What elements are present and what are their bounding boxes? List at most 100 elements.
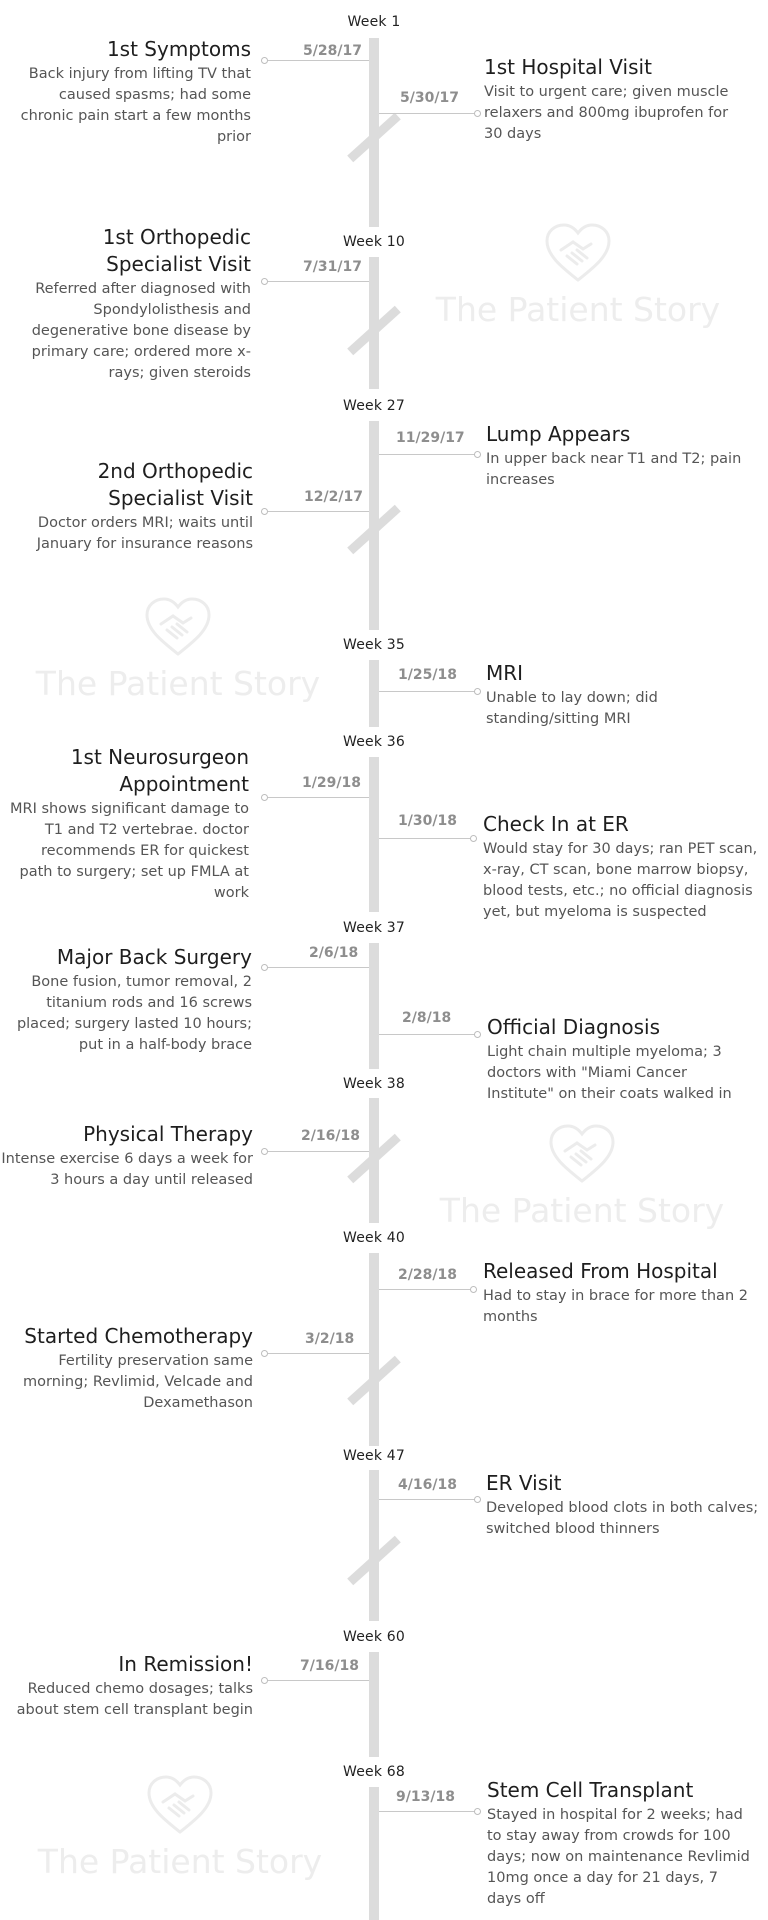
- event-description: In upper back near T1 and T2; pain incre…: [486, 451, 742, 488]
- event-card: Official Diagnosis Light chain multiple …: [487, 1014, 737, 1105]
- event-date: 9/13/18: [396, 1789, 455, 1805]
- event-connector: [379, 691, 475, 692]
- event-title: Released From Hospital: [483, 1259, 718, 1283]
- event-card: 2nd Orthopedic Specialist Visit Doctor o…: [5, 458, 253, 555]
- event-card: 1st Neurosurgeon Appointment MRI shows s…: [5, 744, 249, 904]
- event-card: Check In at ER Would stay for 30 days; r…: [483, 811, 768, 923]
- event-connector: [379, 454, 475, 455]
- week-label: Week 36: [342, 734, 406, 750]
- event-title: 1st Hospital Visit: [484, 55, 652, 79]
- event-title: ER Visit: [486, 1471, 562, 1495]
- event-description: Light chain multiple myeloma; 3 doctors …: [487, 1044, 732, 1102]
- event-card: Lump Appears In upper back near T1 and T…: [486, 421, 750, 491]
- heart-handshake-icon: [145, 597, 211, 656]
- event-date: 11/29/17: [396, 430, 465, 446]
- event-date: 5/28/17: [303, 43, 362, 59]
- watermark-text: The Patient Story: [37, 1842, 323, 1881]
- event-title: Physical Therapy: [83, 1122, 253, 1146]
- week-label: Week 10: [342, 234, 406, 250]
- event-description: Fertility preservation same morning; Rev…: [23, 1353, 253, 1411]
- event-marker: [261, 1350, 268, 1357]
- event-card: MRI Unable to lay down; did standing/sit…: [486, 660, 716, 730]
- event-date: 1/30/18: [398, 813, 457, 829]
- watermark-text: The Patient Story: [35, 664, 321, 703]
- heart-handshake-icon: [549, 1124, 615, 1183]
- week-label: Week 27: [342, 398, 406, 414]
- event-date: 2/8/18: [402, 1010, 452, 1026]
- event-marker: [470, 835, 477, 842]
- event-connector: [268, 1151, 369, 1152]
- event-description: Referred after diagnosed with Spondyloli…: [31, 281, 251, 381]
- watermark: The Patient Story: [28, 596, 328, 704]
- event-description: Unable to lay down; did standing/sitting…: [486, 690, 658, 727]
- week-label: Week 37: [342, 920, 406, 936]
- event-card: Released From Hospital Had to stay in br…: [483, 1258, 753, 1328]
- timeline-spine: [369, 1652, 379, 1757]
- event-marker: [474, 1031, 481, 1038]
- event-description: Doctor orders MRI; waits until January f…: [36, 515, 253, 552]
- event-description: MRI shows significant damage to T1 and T…: [10, 801, 249, 901]
- event-title: MRI: [486, 661, 524, 685]
- event-title: 2nd Orthopedic Specialist Visit: [97, 459, 253, 510]
- event-card: 1st Orthopedic Specialist Visit Referred…: [5, 224, 251, 384]
- event-connector: [379, 1034, 475, 1035]
- watermark: The Patient Story: [432, 1123, 732, 1231]
- event-marker: [474, 1496, 481, 1503]
- event-marker: [474, 110, 481, 117]
- event-date: 1/25/18: [398, 667, 457, 683]
- event-marker: [474, 1808, 481, 1815]
- event-description: Had to stay in brace for more than 2 mon…: [483, 1288, 748, 1325]
- event-date: 7/16/18: [300, 1658, 359, 1674]
- event-date: 2/16/18: [301, 1128, 360, 1144]
- event-title: Major Back Surgery: [56, 945, 252, 969]
- week-label: Week 47: [342, 1448, 406, 1464]
- event-card: Started Chemotherapy Fertility preservat…: [5, 1323, 253, 1414]
- event-connector: [268, 1353, 369, 1354]
- event-date: 12/2/17: [304, 489, 363, 505]
- event-connector: [379, 1289, 475, 1290]
- event-marker: [261, 1148, 268, 1155]
- event-marker: [474, 451, 481, 458]
- week-label: Week 1: [347, 14, 401, 30]
- event-marker: [261, 1677, 268, 1684]
- event-marker: [261, 964, 268, 971]
- watermark: The Patient Story: [428, 222, 728, 330]
- event-title: 1st Symptoms: [106, 37, 251, 61]
- event-connector: [379, 1499, 475, 1500]
- event-card: 1st Hospital Visit Visit to urgent care;…: [484, 54, 734, 145]
- event-card: Stem Cell Transplant Stayed in hospital …: [487, 1777, 752, 1910]
- week-label: Week 68: [342, 1764, 406, 1780]
- watermark-text: The Patient Story: [435, 290, 721, 329]
- event-description: Would stay for 30 days; ran PET scan, x-…: [483, 841, 758, 920]
- event-connector: [379, 838, 475, 839]
- event-card: Major Back Surgery Bone fusion, tumor re…: [5, 944, 252, 1056]
- week-label: Week 60: [342, 1629, 406, 1645]
- event-date: 7/31/17: [303, 259, 362, 275]
- event-date: 5/30/17: [400, 90, 459, 106]
- timeline-spine: [369, 660, 379, 727]
- event-title: 1st Orthopedic Specialist Visit: [102, 225, 251, 276]
- event-marker: [261, 278, 268, 285]
- week-label: Week 35: [342, 637, 406, 653]
- event-card: In Remission! Reduced chemo dosages; tal…: [5, 1651, 253, 1721]
- event-title: Check In at ER: [483, 812, 629, 836]
- event-title: Stem Cell Transplant: [487, 1778, 694, 1802]
- event-description: Bone fusion, tumor removal, 2 titanium r…: [16, 974, 252, 1053]
- event-title: 1st Neurosurgeon Appointment: [70, 745, 249, 796]
- event-connector: [268, 281, 369, 282]
- timeline-spine: [369, 943, 379, 1069]
- event-description: Developed blood clots in both calves; sw…: [486, 1500, 759, 1537]
- event-connector: [268, 797, 369, 798]
- watermark-text: The Patient Story: [439, 1191, 725, 1230]
- week-label: Week 38: [342, 1076, 406, 1092]
- heart-handshake-icon: [147, 1775, 213, 1834]
- event-card: Physical Therapy Intense exercise 6 days…: [0, 1121, 253, 1191]
- event-connector: [268, 967, 369, 968]
- event-card: ER Visit Developed blood clots in both c…: [486, 1470, 766, 1540]
- event-date: 2/6/18: [309, 945, 359, 961]
- event-title: Official Diagnosis: [487, 1015, 661, 1039]
- event-title: In Remission!: [118, 1652, 253, 1676]
- event-marker: [261, 57, 268, 64]
- event-date: 4/16/18: [398, 1477, 457, 1493]
- timeline-spine: [369, 1253, 379, 1446]
